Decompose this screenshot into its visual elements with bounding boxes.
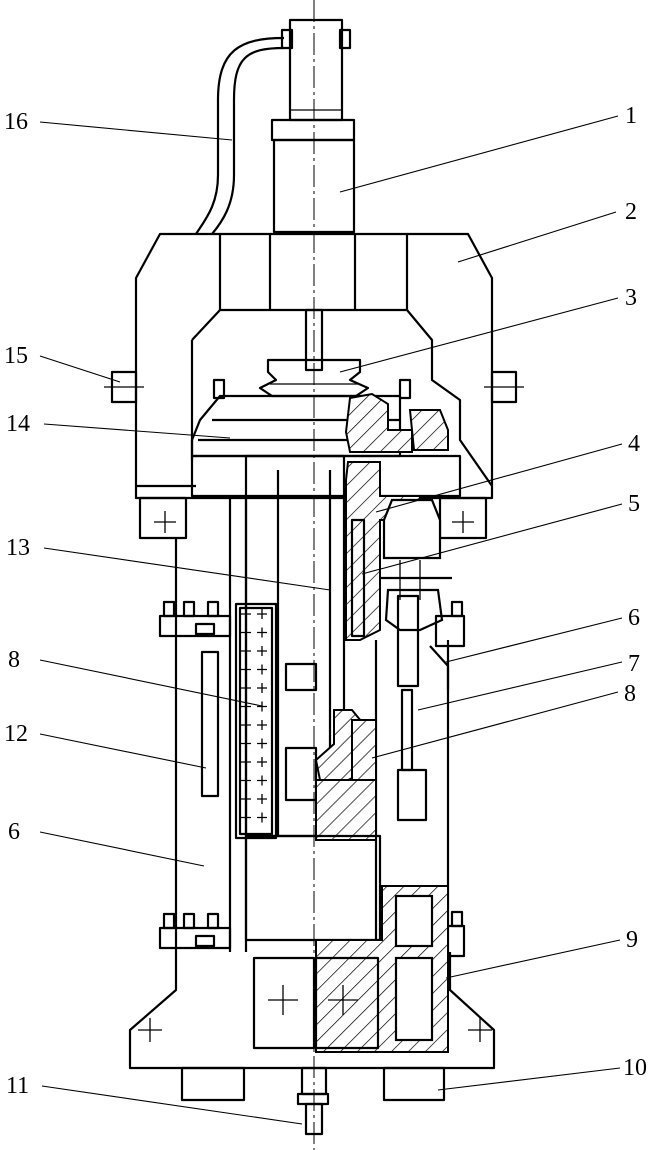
hose bbox=[195, 36, 285, 235]
bolt-cross bbox=[241, 646, 251, 656]
left-frame bbox=[158, 498, 248, 952]
lower-body bbox=[244, 834, 382, 942]
label-1: 1 bbox=[625, 103, 637, 129]
label-11: 11 bbox=[6, 1073, 30, 1099]
label-16: 16 bbox=[4, 109, 28, 135]
bolt-cross bbox=[257, 609, 267, 619]
label-14: 14 bbox=[6, 411, 30, 437]
bolt-cross bbox=[257, 757, 267, 767]
bolt-cross bbox=[257, 646, 267, 656]
label-9: 9 bbox=[626, 927, 638, 953]
bolt-cross bbox=[257, 664, 267, 675]
hatched-gear bbox=[344, 392, 413, 453]
bolt-cross bbox=[241, 812, 251, 823]
bolt-cross bbox=[257, 775, 267, 786]
foot-right bbox=[382, 1066, 446, 1102]
bolt-cross bbox=[257, 738, 267, 749]
label-4: 4 bbox=[628, 431, 640, 457]
foot-left bbox=[180, 1066, 246, 1102]
wedge-plate bbox=[234, 602, 278, 840]
label-13: 13 bbox=[6, 535, 30, 561]
bolt-cross bbox=[257, 683, 267, 693]
label-2: 2 bbox=[625, 199, 637, 225]
bolt-cross bbox=[241, 775, 251, 786]
bolt-cross bbox=[257, 701, 267, 712]
bolt-cross bbox=[241, 720, 251, 730]
bolt-crosses bbox=[241, 609, 267, 823]
label-6-left: 6 bbox=[8, 819, 20, 845]
bolt-cross bbox=[241, 757, 251, 767]
bolt-cross bbox=[257, 812, 267, 823]
bolt-cross bbox=[241, 738, 251, 749]
label-12: 12 bbox=[4, 721, 28, 747]
leader-lines bbox=[39, 115, 623, 1125]
bolt-cross bbox=[257, 794, 267, 804]
bolt-cross bbox=[257, 720, 267, 730]
label-7: 7 bbox=[628, 651, 640, 677]
label-5: 5 bbox=[628, 491, 640, 517]
bolt-cross bbox=[241, 683, 251, 693]
label-6-right: 6 bbox=[628, 605, 640, 631]
bolt-cross bbox=[241, 609, 251, 619]
bolt-cross bbox=[241, 627, 251, 638]
bolt-cross bbox=[241, 664, 251, 675]
label-8-right: 8 bbox=[624, 681, 636, 707]
label-10: 10 bbox=[623, 1055, 647, 1081]
spindle-rod bbox=[304, 308, 324, 372]
label-8-left: 8 bbox=[8, 647, 20, 673]
label-15: 15 bbox=[4, 343, 28, 369]
bolt-cross bbox=[241, 794, 251, 804]
label-3: 3 bbox=[625, 285, 637, 311]
crank-assembly bbox=[380, 498, 452, 822]
bottom-shaft bbox=[296, 1066, 330, 1136]
bolt-cross bbox=[257, 627, 267, 638]
top-cylinder bbox=[270, 18, 356, 234]
